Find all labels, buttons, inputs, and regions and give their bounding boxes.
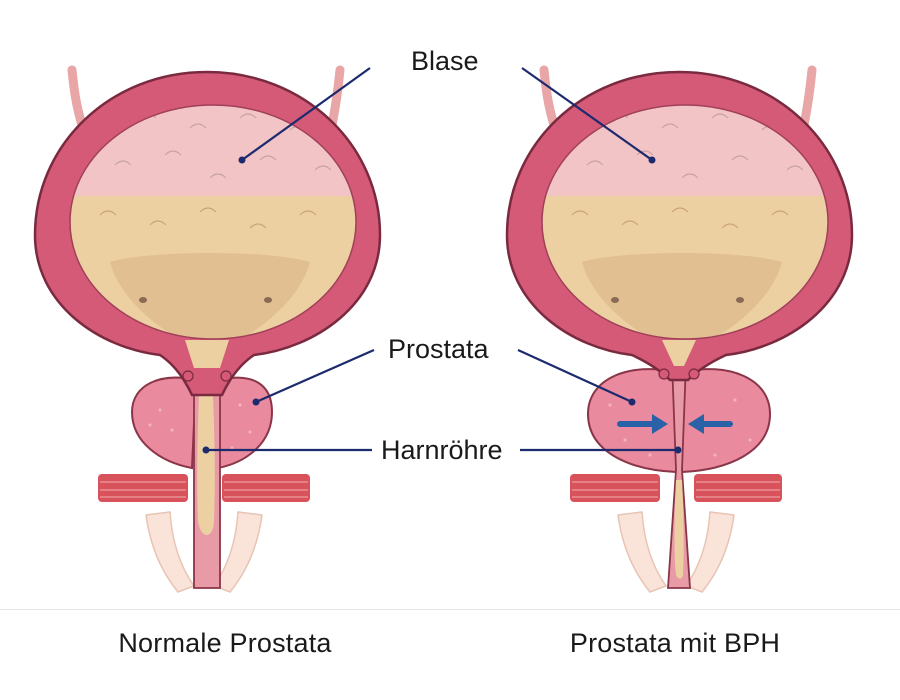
pelvic-bone-left — [617, 511, 668, 593]
ureter-right — [327, 65, 345, 130]
prostate-left-lobe-enlarged — [586, 368, 677, 474]
bladder-prostate-diagram — [33, 65, 854, 593]
label-urethra: Harnröhre — [381, 435, 503, 465]
leader-lines — [206, 67, 678, 452]
prostate-right-lobe — [217, 376, 274, 470]
compression-arrow-right — [688, 414, 733, 434]
pelvic-bone-left — [145, 511, 196, 593]
prostate-left-lobe — [130, 376, 198, 470]
caption-bph-prostate: Prostata mit BPH — [569, 628, 781, 658]
caption-normal-prostate: Normale Prostata — [118, 628, 332, 658]
bph-prostate-illustration — [505, 65, 854, 593]
label-bladder: Blase — [411, 46, 479, 76]
leader-blase-left — [241, 67, 371, 161]
ureter-right — [799, 65, 817, 130]
pelvic-muscle-left — [570, 474, 660, 502]
leader-prostata-right — [517, 348, 633, 404]
pelvic-bone-right — [212, 511, 263, 593]
prostate-right-lobe-enlarged — [681, 368, 772, 474]
leader-blase-right — [521, 67, 653, 161]
label-prostate: Prostata — [388, 334, 489, 364]
pelvic-muscle-left — [98, 474, 188, 502]
compression-arrow-left — [617, 414, 668, 434]
ureter-left — [67, 65, 87, 130]
pelvic-bone-right — [684, 511, 735, 593]
caption-divider — [0, 609, 900, 610]
normal-prostate-illustration — [33, 65, 382, 593]
leader-prostata-left — [255, 348, 375, 404]
pelvic-muscle-right — [694, 474, 782, 502]
ureter-left — [539, 65, 559, 130]
pelvic-muscle-right — [222, 474, 310, 502]
